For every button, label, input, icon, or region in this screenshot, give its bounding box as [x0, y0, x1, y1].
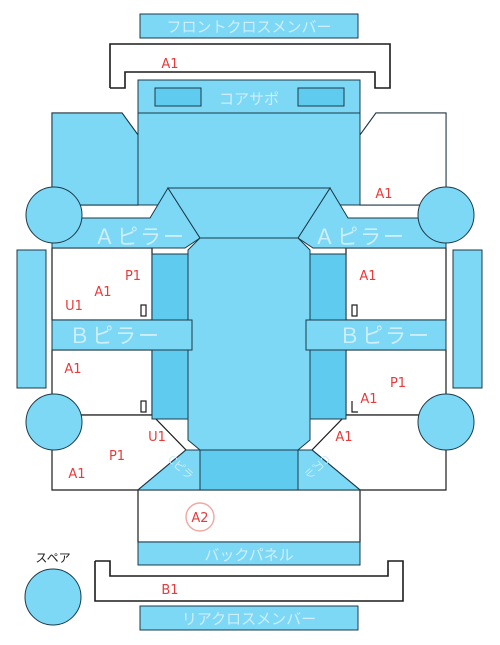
right-side-sill[interactable] [452, 249, 483, 389]
rear-cross-member[interactable]: リアクロスメンバー [139, 605, 359, 631]
wheel-rear-left[interactable] [25, 393, 83, 451]
right-door-handle-lower [351, 401, 358, 413]
rear-window[interactable]: Cピラ Cピラ [136, 449, 362, 491]
mark-left-a1-mid: A1 [64, 362, 81, 377]
mark-left-u1-upper: U1 [65, 299, 83, 314]
mark-right-a1-bottom: A1 [335, 430, 352, 445]
mark-left-p1: P1 [125, 269, 141, 284]
wheel-front-left[interactable] [25, 186, 83, 244]
damage-marks: A1 P1 A1 U1 A1 A1 P1 A1 U1 A1 P1 A1 A2 [64, 187, 406, 532]
left-door-handle-lower [140, 400, 147, 413]
rear-bumper-mark: B1 [161, 583, 178, 598]
a-pillar-right[interactable]: Ａピラー [297, 187, 447, 249]
b-pillar-left[interactable]: Ｂピラー [51, 319, 193, 351]
front-bumper-mark: A1 [161, 57, 178, 72]
a-pillar-right-label: Ａピラー [314, 225, 406, 249]
front-cross-member-label: フロントクロスメンバー [166, 18, 331, 36]
left-side-sill[interactable] [16, 249, 47, 389]
wheel-front-right[interactable] [417, 186, 475, 244]
front-bumper-bracket[interactable] [109, 43, 391, 89]
a-pillar-left-label: Ａピラー [94, 225, 186, 249]
left-door-handle-upper [140, 304, 147, 317]
mark-right-front-a1: A1 [375, 187, 392, 202]
mark-rear-a2: A2 [191, 511, 208, 526]
right-front-fender-panel[interactable] [359, 112, 447, 206]
mark-left-u1-lower: U1 [148, 430, 166, 445]
core-support[interactable]: コアサポ [137, 79, 361, 114]
b-pillar-right-label: Ｂピラー [339, 324, 431, 348]
spare-tire-label: スペア [35, 551, 70, 565]
mark-right-a1-mid: A1 [359, 269, 376, 284]
b-pillar-right[interactable]: Ｂピラー [305, 319, 447, 351]
mark-right-p1: P1 [390, 376, 406, 391]
a-pillar-left[interactable]: Ａピラー [51, 187, 201, 249]
mark-left-a1-upper: A1 [94, 285, 111, 300]
rear-cross-member-label: リアクロスメンバー [182, 610, 316, 628]
mark-left-p1-lower: P1 [109, 449, 125, 464]
front-cross-member[interactable]: フロントクロスメンバー [139, 13, 359, 39]
spare-tire[interactable]: スペア [24, 551, 82, 626]
back-panel[interactable]: バックパネル [137, 541, 361, 566]
right-door-handle-upper [351, 304, 358, 317]
mark-right-a1-lower: A1 [360, 392, 377, 407]
b-pillar-left-label: Ｂピラー [69, 324, 161, 348]
wheel-rear-right[interactable] [417, 393, 475, 451]
core-support-label: コアサポ [219, 90, 279, 108]
back-panel-label: バックパネル [204, 546, 293, 564]
rear-bumper-bracket[interactable] [94, 560, 404, 602]
mark-rear-a2-circle [185, 502, 215, 532]
mark-left-a1-bottom: A1 [68, 467, 85, 482]
